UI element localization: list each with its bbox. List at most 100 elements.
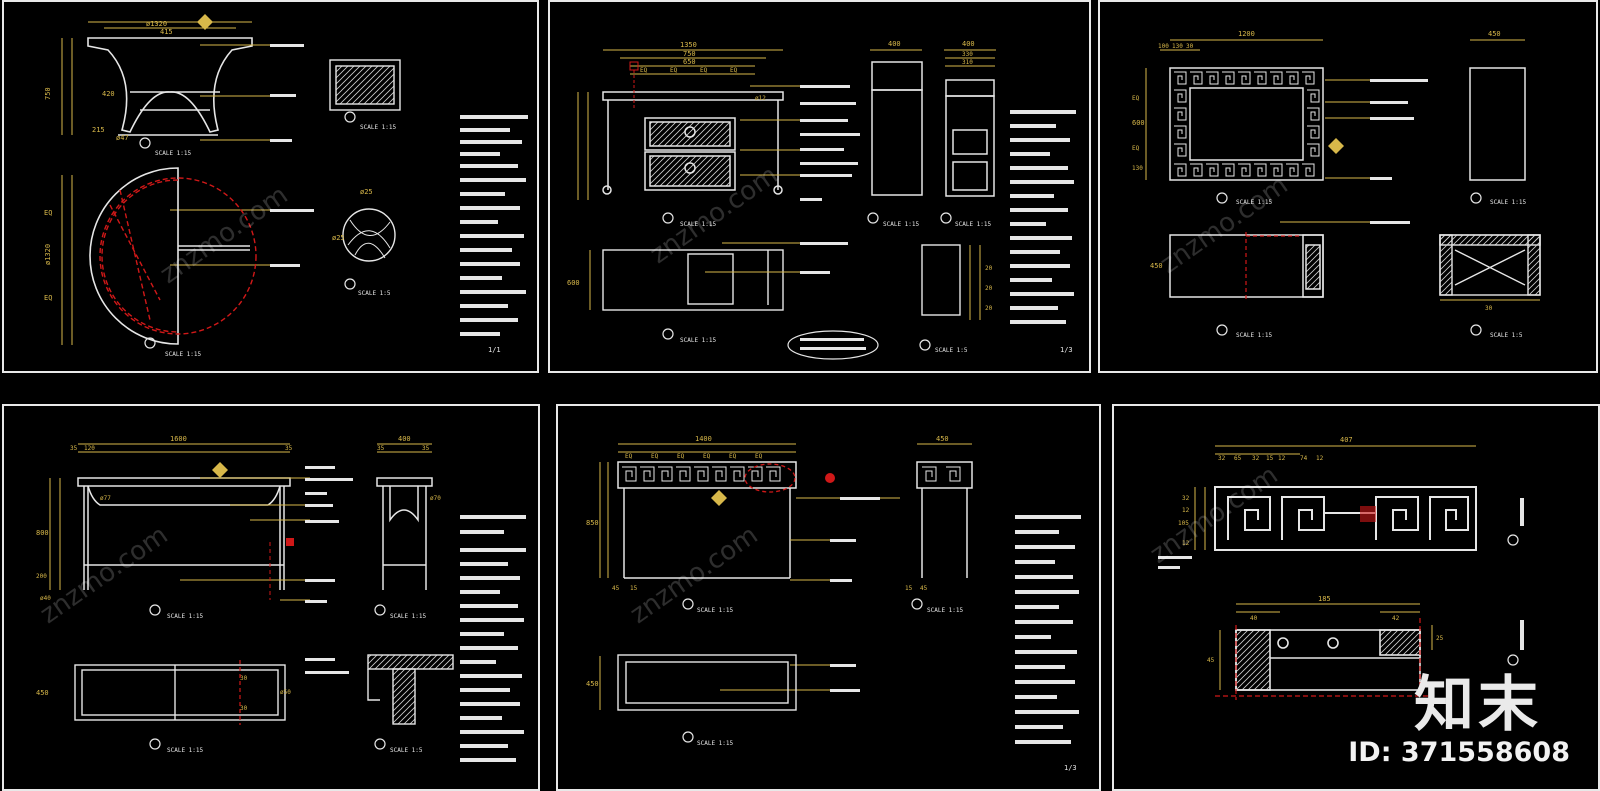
sheet2-labels (800, 85, 860, 274)
sheet3-dim-height: 600 (1132, 119, 1145, 127)
sheet2-dim-side4: 310 (962, 59, 973, 66)
sheet2-dim-eq1: EQ (640, 67, 648, 74)
sheet2-dim-top: 1350 (680, 41, 697, 49)
sheet1-scale-1: SCALE 1:15 (155, 150, 192, 157)
sheet1-dim-eq2: EQ (44, 294, 52, 302)
sheet2-dim-2: 750 (683, 50, 696, 58)
sheet2-scale-2: SCALE 1:15 (883, 221, 920, 228)
sheet4-scale-4: SCALE 1:5 (390, 747, 423, 754)
sheet1-plan-half-circle (89, 167, 250, 345)
sheet2-dim-d3: 20 (985, 305, 993, 312)
sheet4-scale-2: SCALE 1:15 (390, 613, 427, 620)
sheet5-dim-eq6: EQ (755, 453, 763, 460)
sheet3-dim-eq2: EQ (1132, 145, 1140, 152)
sheet2-dim-plan: 600 (567, 279, 580, 287)
sheet6-dim-l: 40 (1250, 615, 1258, 622)
sheet6-dim-f: 74 (1300, 455, 1308, 462)
sheet4-dim-top: 1600 (170, 435, 187, 443)
sheet4-dims (49, 443, 432, 601)
sheet1-view-symbols (139, 111, 356, 349)
section-marker-icon (197, 14, 213, 30)
sheet4-scale-3: SCALE 1:15 (167, 747, 204, 754)
sheet3-dim-plan: 450 (1150, 262, 1163, 270)
section-marker-icon (1328, 138, 1344, 154)
sheet2-dim-eq4: EQ (730, 67, 738, 74)
sheet5-view-symbols (682, 598, 923, 743)
sheet5-dim-eq5: EQ (729, 453, 737, 460)
sheet1-detail-1 (329, 59, 401, 111)
sheet2-side-elevations (871, 61, 995, 197)
drawing-sheet-4 (2, 404, 540, 791)
sheet5-dims (599, 443, 972, 710)
sheet2-dim-side2: 400 (962, 40, 975, 48)
sheet2-dim-side1: 400 (888, 40, 901, 48)
sheet1-dim-leg: 215 (92, 126, 105, 134)
section-marker-icon (212, 462, 228, 478)
sheet4-scale-1: SCALE 1:15 (167, 613, 204, 620)
sheet2-scale-5: SCALE 1:5 (935, 347, 968, 354)
sheet1-detail-2 (342, 208, 396, 262)
sheet3-fret-pattern (1174, 71, 1320, 177)
sheet6-dim-k: 12 (1182, 540, 1190, 547)
sheet1-dim-eq1: EQ (44, 209, 52, 217)
image-id-label: ID: 371558608 (1348, 737, 1570, 768)
sheet6-dim-c: 32 (1252, 455, 1260, 462)
section-marker-icon (711, 490, 727, 506)
sheet5-dim-eq1: EQ (625, 453, 633, 460)
sheet3-dim-c: 30 (1186, 43, 1194, 50)
sheet5-front-elevation (617, 461, 797, 579)
sheet3-scale-1: SCALE 1:15 (1236, 199, 1273, 206)
sheet5-dim-c: 15 (905, 585, 913, 592)
sheet5-dim-plan: 450 (586, 680, 599, 688)
sheet1-scale-3: SCALE 1:15 (360, 124, 397, 131)
sheet6-dim-i: 12 (1182, 507, 1190, 514)
sheet5-dim-top: 1400 (695, 435, 712, 443)
sheet5-scale-3: SCALE 1:15 (697, 740, 734, 747)
sheet4-dim-a: 35 (70, 445, 78, 452)
sheet4-side-elevation (376, 477, 433, 590)
sheet5-dim-d: 45 (920, 585, 928, 592)
sheet5-dim-side: 450 (936, 435, 949, 443)
sheet5-page-number: 1/3 (1064, 764, 1077, 772)
sheet2-scale-3: SCALE 1:15 (955, 221, 992, 228)
sheet1-page-number: 1/1 (488, 346, 501, 354)
sheet3-side-elevation (1469, 67, 1526, 181)
sheet3-dims (1145, 39, 1540, 301)
sheet4-dim-c: 35 (285, 445, 293, 452)
sheet3-view-symbols (1216, 192, 1482, 336)
sheet1-dim-mid: 420 (102, 90, 115, 98)
sheet1-plan-red-hidden-lines (99, 177, 257, 335)
sheet1-dim-top: ø1320 (146, 20, 167, 28)
sheet4-dim-j: ø50 (280, 689, 291, 696)
sheet5-plan (617, 654, 797, 711)
sheet3-dim-top: 1200 (1238, 30, 1255, 38)
sheet5-dim-eq4: EQ (703, 453, 711, 460)
sheet2-title-list (1010, 110, 1076, 324)
sheet5-scale-1: SCALE 1:15 (697, 607, 734, 614)
sheet4-dim-plan: 450 (36, 689, 49, 697)
sheet1-labels (270, 44, 314, 267)
sheet6-dim-a: 32 (1218, 455, 1226, 462)
sheet4-dim-e: 35 (422, 445, 430, 452)
sheet5-title-list (1015, 515, 1081, 744)
sheet3-detail (1439, 234, 1541, 296)
sheet4-dim-i: ø40 (40, 595, 51, 602)
sheet2-dim-side3: 330 (962, 51, 973, 58)
sheet2-view-symbols (662, 212, 952, 351)
sheet4-dim-side: 400 (398, 435, 411, 443)
sheet2-dim-eq3: EQ (700, 67, 708, 74)
sheet6-dim-o: 25 (1436, 635, 1444, 642)
red-marker-icon (825, 473, 835, 483)
sheet2-dim-d1: 20 (985, 265, 993, 272)
sheet1-dim-detail2: ø25 (332, 234, 345, 242)
sheet2-front-elevation (602, 91, 784, 195)
drawing-sheet-1 (2, 0, 539, 373)
sheet6-dim-top: 407 (1340, 436, 1353, 444)
drawing-sheet-3 (1098, 0, 1598, 373)
sheet3-front-elevation (1169, 67, 1324, 181)
brand-logo: 知末 (1414, 670, 1542, 740)
sheet6-dim-section: 185 (1318, 595, 1331, 603)
sheet1-title-list (460, 115, 528, 336)
sheet5-fret-band (622, 466, 781, 482)
sheet2-page-number: 1/3 (1060, 346, 1073, 354)
